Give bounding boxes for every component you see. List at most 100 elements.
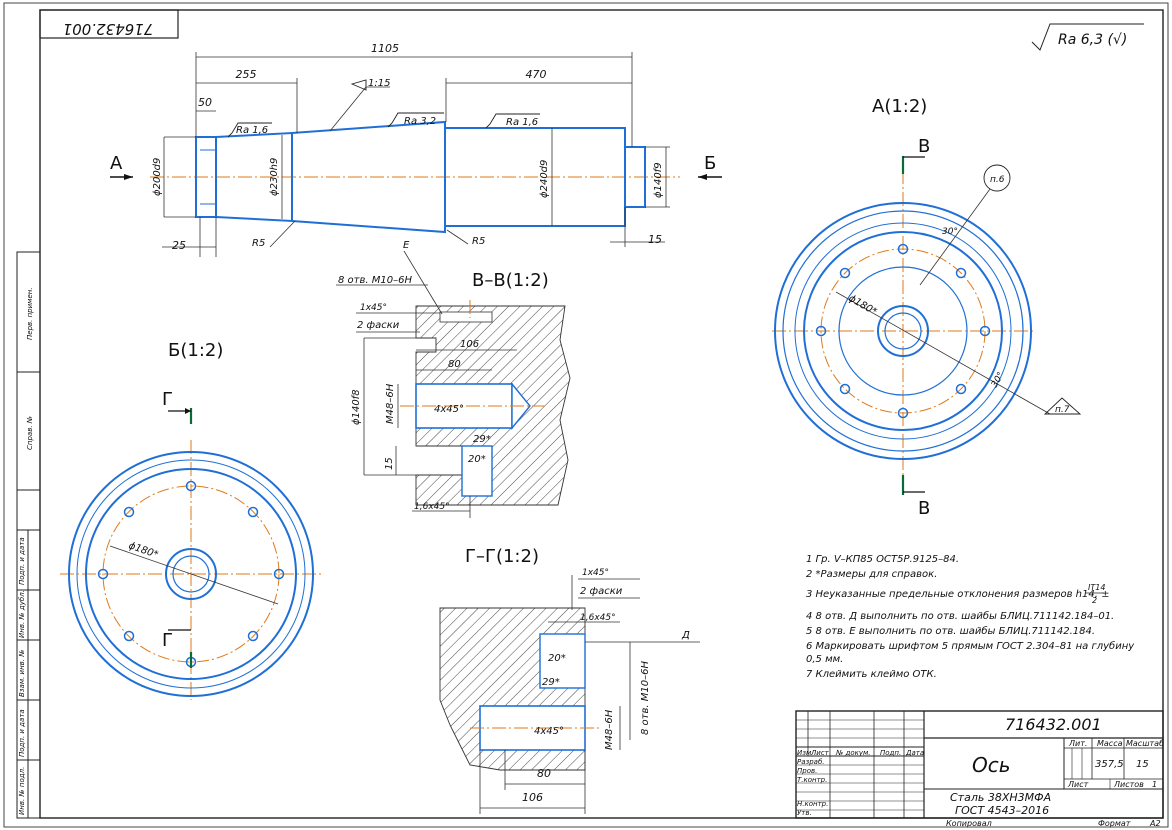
- ra-right: Ra 1,6: [506, 117, 538, 128]
- arrow-b-label: Б: [704, 153, 716, 174]
- outer-frame: [3, 2, 1169, 828]
- tb-material-2: ГОСТ 4543–2016: [955, 804, 1049, 817]
- section-vv-title: В–В(1:2): [472, 270, 549, 291]
- r5-right: R5: [472, 236, 485, 247]
- inner-frame: [39, 9, 1164, 819]
- stamp-text: 716432.001: [63, 20, 154, 38]
- strip-label: Взам. инв. №: [18, 649, 26, 697]
- tb-mass-label: Масса: [1097, 739, 1123, 748]
- tb-sheets-value: 1: [1152, 780, 1157, 789]
- vv-chamfer4: 4x45°: [434, 404, 464, 415]
- section-gg: Г–Г(1:2) 1x45° 2 фаски 1,6x45° Д 20* 29*…: [439, 546, 700, 814]
- cut-g-bottom: Г: [162, 630, 173, 651]
- tb-copied: Копировал: [946, 819, 992, 828]
- tb-format-value: А2: [1149, 819, 1161, 828]
- strip-label: Подп. и дата: [18, 709, 26, 757]
- cut-b-top: В: [918, 136, 930, 157]
- note-6b: 0,5 мм.: [806, 654, 843, 665]
- roughness-text: Ra 6,3 (√): [1058, 32, 1127, 48]
- cut-b-bottom: В: [918, 498, 930, 519]
- gg-20: 20*: [548, 653, 566, 664]
- tb-col-date: Дата: [905, 749, 924, 757]
- r5-left: R5: [252, 238, 265, 249]
- vv-leader-e: Е: [403, 240, 410, 251]
- vv-chamfer: 1x45°: [360, 303, 387, 313]
- vv-holes-e: 8 отв. М10–6Н: [338, 275, 412, 286]
- tb-sheet-label: Лист: [1067, 780, 1089, 789]
- section-vv: В–В(1:2) ϕ140f8 М48–6Н 4x45° 106 80 29* …: [336, 240, 571, 518]
- strip-label: Инв. № дубл.: [18, 590, 26, 638]
- dim-50: 50: [198, 96, 212, 109]
- ra-left: Ra 1,6: [236, 125, 268, 136]
- gg-80: 80: [537, 767, 551, 780]
- gg-chamfer-count: 2 фаски: [580, 586, 623, 597]
- vv-thread: М48–6Н: [385, 383, 396, 424]
- dim-d140: ϕ140f9: [653, 162, 664, 198]
- taper-mark: 1:15: [368, 78, 390, 89]
- view-b-title: Б(1:2): [168, 340, 223, 361]
- tb-col-izm: Изм: [797, 749, 812, 757]
- tb-col-sign: Подп.: [880, 749, 901, 757]
- gg-chamfer4: 4x45°: [534, 726, 564, 737]
- vv-20: 20*: [468, 454, 486, 465]
- vv-15: 15: [384, 457, 395, 470]
- view-a-bolt-holes: [815, 243, 991, 419]
- note-3: 3 Неуказанные предельные отклонения разм…: [806, 589, 1109, 600]
- strip-label: Подп. и дата: [18, 537, 26, 585]
- dim-470: 470: [526, 68, 547, 81]
- tb-row-tkontr: Т.контр.: [797, 776, 827, 784]
- tb-sheets-label: Листов: [1113, 780, 1144, 789]
- strip-label: Инв. № подл.: [18, 767, 26, 815]
- note-4: 4 8 отв. Д выполнить по отв. шайбы БЛИЦ.…: [806, 610, 1114, 622]
- dim-d230: ϕ230h9: [269, 158, 280, 196]
- dim-d240: ϕ240d9: [539, 160, 550, 198]
- view-a-angle: 30°: [942, 227, 958, 237]
- section-gg-title: Г–Г(1:2): [465, 546, 539, 567]
- vv-29: 29*: [473, 434, 491, 445]
- note-2: 2 *Размеры для справок.: [806, 569, 937, 580]
- dim-15: 15: [648, 233, 662, 246]
- note-1: 1 Гр. V–КП85 ОСТ5Р.9125–84.: [806, 554, 959, 565]
- tb-row-prov: Пров.: [797, 767, 817, 775]
- gg-thread: М48–6Н: [604, 709, 615, 750]
- callout-6: п.6: [990, 175, 1005, 185]
- arrow-a-label: А: [110, 153, 123, 174]
- gg-chamfer: 1x45°: [582, 568, 609, 578]
- title-block: Изм Лист № докум. Подп. Дата Разраб. Про…: [795, 710, 1164, 828]
- tb-row-razrab: Разраб.: [797, 758, 825, 766]
- note3-frac-den: 2: [1092, 596, 1097, 605]
- tb-name: Ось: [972, 753, 1011, 777]
- view-a-dia: ϕ180*: [847, 293, 879, 318]
- drawing-number-stamp: 716432.001: [39, 9, 179, 39]
- tb-format: Формат: [1098, 819, 1131, 828]
- tb-row-nkontr: Н.контр.: [797, 800, 828, 808]
- vv-106: 106: [460, 339, 479, 350]
- gg-106: 106: [522, 791, 543, 804]
- vv-chamfer16: 1,6x45°: [414, 502, 450, 512]
- strip-label: Справ. №: [26, 416, 34, 450]
- vv-d140: ϕ140f8: [351, 389, 362, 425]
- ra-mid: Ra 3,2: [404, 116, 436, 127]
- tb-col-doc: № докум.: [835, 749, 871, 757]
- gg-chamfer16: 1,6x45°: [580, 613, 616, 623]
- side-strip: Перв. примен. Справ. № Подп. и дата Инв.…: [16, 251, 41, 819]
- tb-material-1: Сталь 38ХН3МФА: [950, 791, 1051, 804]
- vv-chamfer-count: 2 фаски: [357, 320, 400, 331]
- tb-lit-label: Лит.: [1068, 739, 1087, 748]
- callout-7: п.7: [1055, 405, 1070, 415]
- general-roughness: Ra 6,3 (√): [1031, 23, 1144, 51]
- view-a-title: А(1:2): [872, 96, 927, 117]
- vv-80: 80: [448, 359, 461, 370]
- note-7: 7 Клеймить клеймо ОТК.: [806, 669, 937, 680]
- view-b: Б(1:2) ϕ180* Г Г: [60, 340, 324, 700]
- tb-number: 716432.001: [1005, 715, 1102, 734]
- dim-25: 25: [172, 239, 186, 252]
- tb-mass-value: 357,5: [1095, 759, 1124, 770]
- cut-g-top: Г: [162, 389, 173, 410]
- tb-row-utv: Утв.: [797, 809, 812, 817]
- note3-frac-num: IT14: [1088, 583, 1105, 592]
- note-6: 6 Маркировать шрифтом 5 прямым ГОСТ 2.30…: [806, 640, 1135, 652]
- gg-holes: 8 отв. М10–6Н: [640, 661, 651, 735]
- gg-29: 29*: [542, 677, 560, 688]
